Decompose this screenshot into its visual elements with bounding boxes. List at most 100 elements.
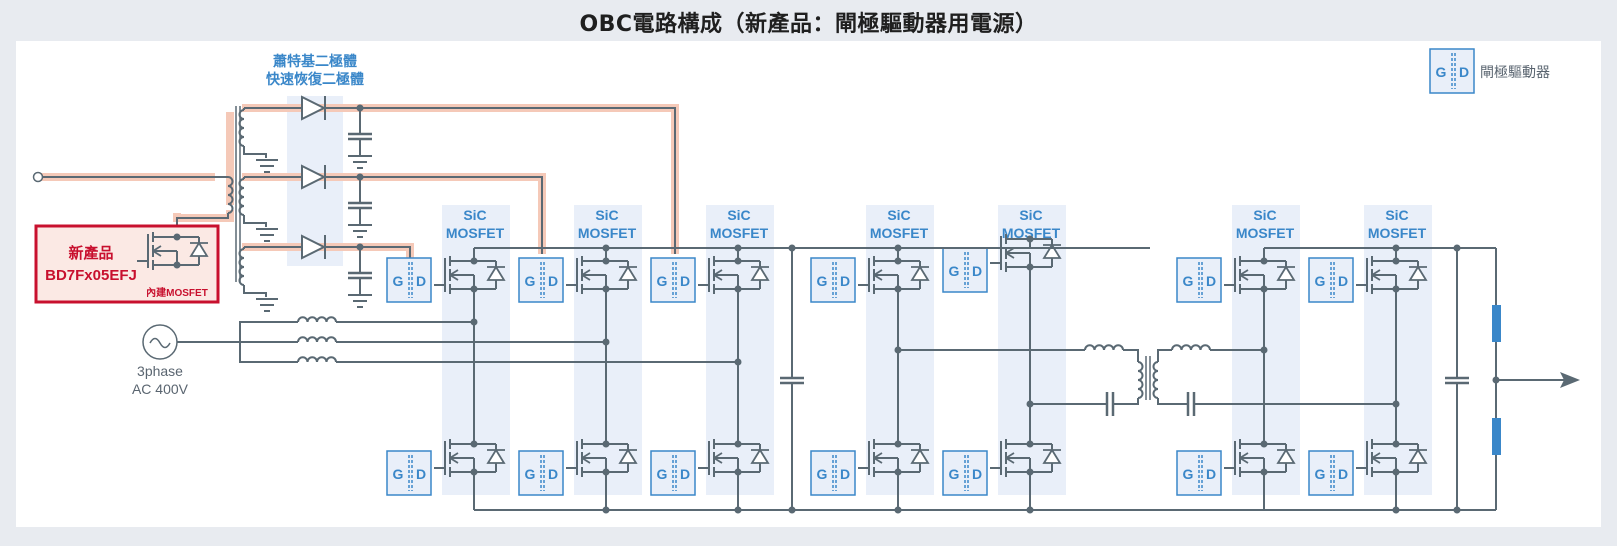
low-side-mosfet-icon xyxy=(434,439,506,477)
secondary-wire xyxy=(1157,349,1172,362)
diode-label-line1: 蕭特基二極體 xyxy=(273,53,357,69)
output-arrow-icon xyxy=(1560,372,1580,388)
ac-source-label-line1: 3phase xyxy=(137,363,183,379)
diode-icon xyxy=(301,234,327,260)
sic-label-line2: MOSFET xyxy=(578,225,637,241)
gate-driver-g-label: G xyxy=(949,466,960,482)
resistor-icon xyxy=(1492,418,1501,455)
input-inductor-icon xyxy=(297,356,337,363)
gate-driver-d-label: D xyxy=(548,466,558,482)
sic-label-line1: SiC xyxy=(887,207,910,223)
gate-driver-g-label: G xyxy=(1183,273,1194,289)
gate-driver-g-label: G xyxy=(1315,273,1326,289)
junction-dot xyxy=(894,506,902,514)
secondary-wire xyxy=(1157,398,1188,405)
transformer-primary-coil xyxy=(1137,361,1144,399)
sic-label-line1: SiC xyxy=(1253,207,1276,223)
high-side-mosfet-icon xyxy=(1224,256,1296,294)
gate-driver-d-label: D xyxy=(548,273,558,289)
input-inductor-icon xyxy=(297,336,337,343)
gate-driver-g-label: G xyxy=(525,466,536,482)
aux-supply-wire-3 xyxy=(360,107,676,254)
low-side-mosfet-icon xyxy=(858,439,930,477)
sic-label-line1: SiC xyxy=(1385,207,1408,223)
new-product-part-number: BD7Fx05EFJ xyxy=(45,267,137,284)
new-product-note: 內建MOSFET xyxy=(146,286,208,299)
low-side-mosfet-icon xyxy=(1356,439,1428,477)
junction-dot xyxy=(1026,506,1034,514)
sic-label-line2: MOSFET xyxy=(1236,225,1295,241)
gate-driver-d-label: D xyxy=(1206,466,1216,482)
junction-dot xyxy=(173,261,181,269)
gate-driver-g-label: G xyxy=(393,466,404,482)
gate-driver-d-label: D xyxy=(416,466,426,482)
ac-input-bus xyxy=(239,321,298,363)
gate-driver-g-label: G xyxy=(657,273,668,289)
gate-driver-d-label: D xyxy=(416,273,426,289)
gate-driver-g-label: G xyxy=(1183,466,1194,482)
diode-icon xyxy=(301,164,327,190)
low-side-mosfet-icon xyxy=(566,439,638,477)
gate-driver-g-label: G xyxy=(817,273,828,289)
transformer-secondary-coil xyxy=(238,248,245,286)
junction-dot xyxy=(602,506,610,514)
secondary-ground-lead xyxy=(243,215,267,227)
sic-label-line1: SiC xyxy=(595,207,618,223)
gate-driver-g-label: G xyxy=(657,466,668,482)
gate-driver-g-label: G xyxy=(393,273,404,289)
sic-label-line2: MOSFET xyxy=(1002,225,1061,241)
sic-label-line2: MOSFET xyxy=(446,225,505,241)
gate-driver-g-label: G xyxy=(525,273,536,289)
high-side-mosfet-icon xyxy=(434,256,506,294)
diode-label-line2: 快速恢復二極體 xyxy=(266,71,364,87)
gate-driver-d-label: D xyxy=(680,273,690,289)
junction-dot xyxy=(173,233,181,241)
transformer-secondary-coil xyxy=(238,109,245,147)
gate-driver-d-label: D xyxy=(1338,466,1348,482)
input-inductor-icon xyxy=(297,316,337,323)
aux-supply-wire-2 xyxy=(360,176,543,254)
sic-label-line1: SiC xyxy=(1019,207,1042,223)
diode-icon xyxy=(301,95,327,121)
new-product-mosfet-icon xyxy=(137,232,209,270)
high-side-mosfet-icon xyxy=(1356,256,1428,294)
secondary-ground-lead xyxy=(243,146,267,158)
gate-driver-d-label: D xyxy=(1338,273,1348,289)
high-side-mosfet-icon xyxy=(990,234,1062,272)
high-side-mosfet-icon xyxy=(698,256,770,294)
junction-dot xyxy=(1392,506,1400,514)
legend-g-label: G xyxy=(1436,64,1447,80)
junction-dot xyxy=(470,318,478,326)
low-side-mosfet-icon xyxy=(1224,439,1296,477)
gate-driver-d-label: D xyxy=(680,466,690,482)
gate-driver-g-label: G xyxy=(1315,466,1326,482)
transformer-secondary-coil xyxy=(238,178,245,216)
sine-wave-icon xyxy=(149,337,171,349)
gate-driver-d-label: D xyxy=(1206,273,1216,289)
resonant-inductor-icon xyxy=(1084,344,1124,351)
junction-dot xyxy=(602,244,610,252)
low-side-mosfet-icon xyxy=(990,439,1062,477)
legend-d-label: D xyxy=(1459,64,1469,80)
junction-dot xyxy=(734,244,742,252)
new-product-heading: 新產品 xyxy=(68,244,113,262)
gate-driver-d-label: D xyxy=(840,466,850,482)
highlight-glow xyxy=(173,210,234,222)
junction-dot xyxy=(788,506,796,514)
secondary-inductor-icon xyxy=(1171,344,1211,351)
resonant-wire xyxy=(1123,349,1139,362)
ac-source-label-line2: AC 400V xyxy=(132,381,189,397)
resistor-icon xyxy=(1492,305,1501,342)
sic-label-line1: SiC xyxy=(463,207,486,223)
gate-driver-d-label: D xyxy=(972,466,982,482)
sic-label-line2: MOSFET xyxy=(870,225,929,241)
gate-driver-d-label: D xyxy=(840,273,850,289)
sic-label-line2: MOSFET xyxy=(1368,225,1427,241)
input-terminal xyxy=(32,171,44,183)
legend-label: 閘極驅動器 xyxy=(1480,64,1550,80)
junction-dot xyxy=(1453,506,1461,514)
low-side-mosfet-icon xyxy=(698,439,770,477)
high-side-mosfet-icon xyxy=(566,256,638,294)
junction-dot xyxy=(734,358,742,366)
